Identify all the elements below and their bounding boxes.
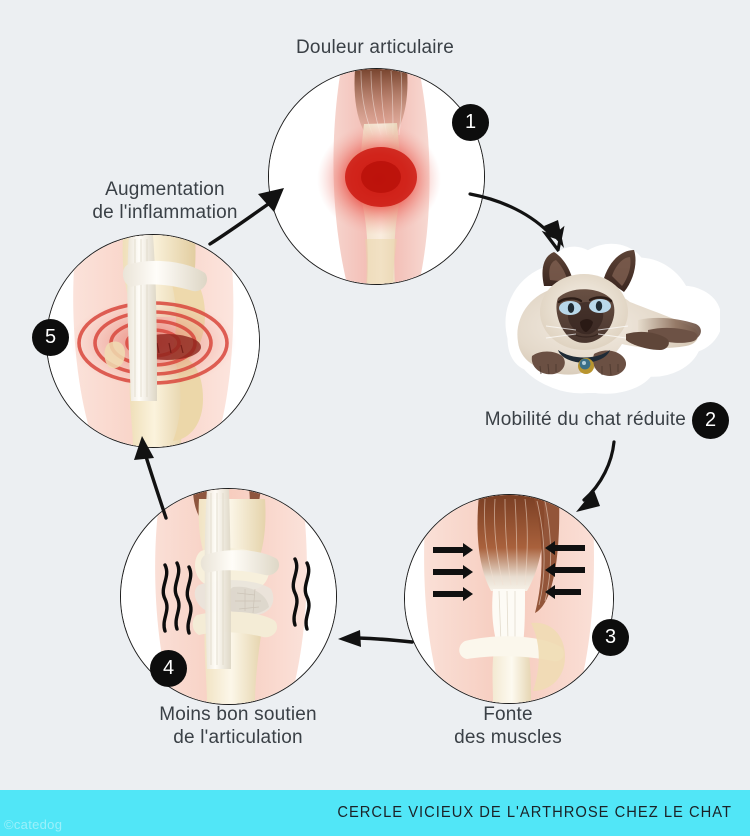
step-3-illustration [404, 494, 614, 704]
connector-1-to-2 [466, 188, 578, 260]
watermark: ©catedog [4, 817, 63, 832]
step-2-badge: 2 [692, 402, 729, 439]
connector-4-to-5 [124, 436, 180, 520]
step-4-label: Moins bon soutien de l'articulation [159, 704, 317, 748]
footer-title: CERCLE VICIEUX DE L'ARTHROSE CHEZ LE CHA… [337, 804, 732, 821]
step-4-illustration [120, 488, 337, 705]
step-2-illustration [488, 238, 720, 398]
step-5-label: Augmentation de l'inflammation [92, 179, 238, 223]
connector-2-to-3 [558, 440, 638, 520]
step-4-badge: 4 [150, 650, 187, 687]
step-1-badge: 1 [452, 104, 489, 141]
connector-3-to-4 [334, 626, 414, 654]
step-3-label: Fonte des muscles [454, 704, 562, 748]
step-5-illustration [46, 234, 260, 448]
footer-bar: CERCLE VICIEUX DE L'ARTHROSE CHEZ LE CHA… [0, 790, 750, 836]
step-3-badge: 3 [592, 619, 629, 656]
connector-5-to-1 [208, 184, 292, 248]
step-1-label: Douleur articulaire [296, 37, 454, 58]
step-2-label: Mobilité du chat réduite [484, 409, 686, 430]
step-5-badge: 5 [32, 319, 69, 356]
step-1-illustration [268, 68, 485, 285]
